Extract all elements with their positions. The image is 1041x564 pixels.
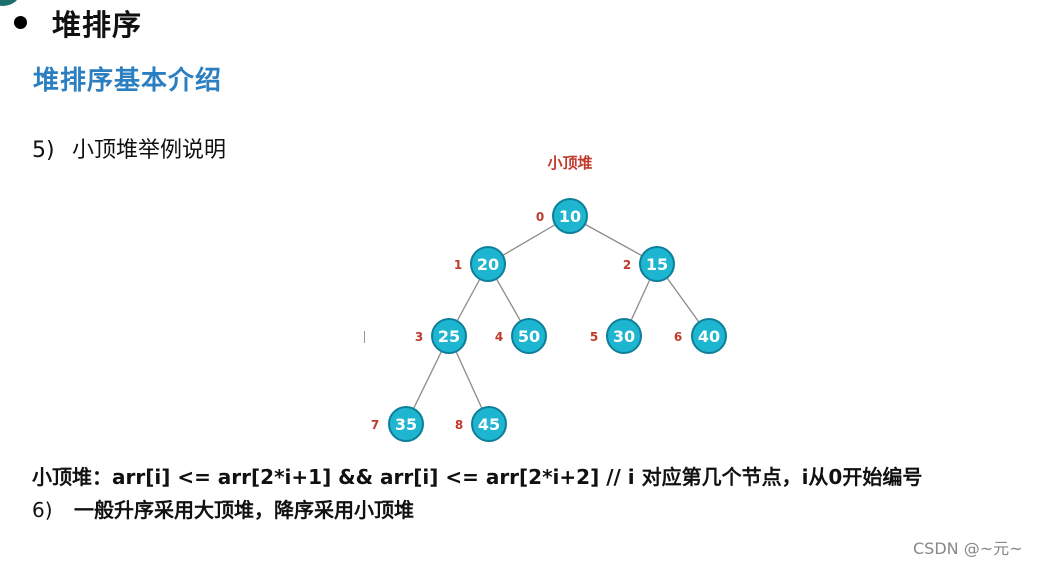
node-value: 40 — [698, 327, 720, 346]
node-circle — [639, 246, 675, 282]
node-value: 45 — [478, 415, 500, 434]
node-circle — [471, 406, 507, 442]
tree-node: 15 2 — [623, 246, 675, 282]
node-index: 4 — [495, 330, 503, 344]
node-index: 1 — [454, 258, 462, 272]
heap-label: 小顶堆 — [547, 154, 592, 172]
watermark: CSDN @~元~ — [913, 539, 1023, 558]
list-item-6: 6) 一般升序采用大顶堆，降序采用小顶堆 — [32, 494, 414, 523]
node-index: 8 — [455, 418, 463, 432]
node-index: 2 — [623, 258, 631, 272]
node-index: 5 — [590, 330, 598, 344]
node-value: 20 — [477, 255, 499, 274]
tree-nodes: 10 0 20 1 15 2 25 3 50 4 30 5 40 6 35 7 45 8 — [371, 198, 727, 442]
tree-node: 25 3 — [415, 318, 467, 354]
list-item-5: 5) 小顶堆举例说明 — [32, 132, 226, 164]
item-number: 6) — [32, 498, 53, 522]
page-title: 堆排序 — [52, 8, 143, 42]
tree-node: 45 8 — [455, 406, 507, 442]
tree-node: 20 1 — [454, 246, 506, 282]
node-value: 25 — [438, 327, 460, 346]
node-index: 7 — [371, 418, 379, 432]
tree-node: 35 7 — [371, 406, 424, 442]
node-value: 30 — [613, 327, 635, 346]
node-value: 35 — [395, 415, 417, 434]
item-text: 小顶堆举例说明 — [72, 138, 227, 163]
node-circle — [431, 318, 467, 354]
bullet-icon — [14, 16, 27, 29]
stray-mark — [364, 331, 365, 343]
tree-node: 30 5 — [590, 318, 642, 354]
node-value: 50 — [518, 327, 540, 346]
heap-formula: 小顶堆：arr[i] <= arr[2*i+1] && arr[i] <= ar… — [32, 465, 923, 489]
corner-decoration — [0, 0, 20, 6]
tree-node: 40 6 — [674, 318, 727, 354]
node-circle — [552, 198, 588, 234]
node-index: 3 — [415, 330, 423, 344]
node-index: 0 — [536, 210, 544, 224]
node-circle — [511, 318, 547, 354]
tree-node: 50 4 — [495, 318, 547, 354]
tree-node: 10 0 — [536, 198, 588, 234]
node-circle — [606, 318, 642, 354]
item-text: 一般升序采用大顶堆，降序采用小顶堆 — [74, 498, 414, 522]
node-value: 15 — [646, 255, 668, 274]
item-number: 5) — [32, 138, 55, 163]
node-index: 6 — [674, 330, 682, 344]
section-subtitle: 堆排序基本介绍 — [33, 66, 223, 96]
node-circle — [388, 406, 424, 442]
node-circle — [691, 318, 727, 354]
node-circle — [470, 246, 506, 282]
node-value: 10 — [559, 207, 581, 226]
